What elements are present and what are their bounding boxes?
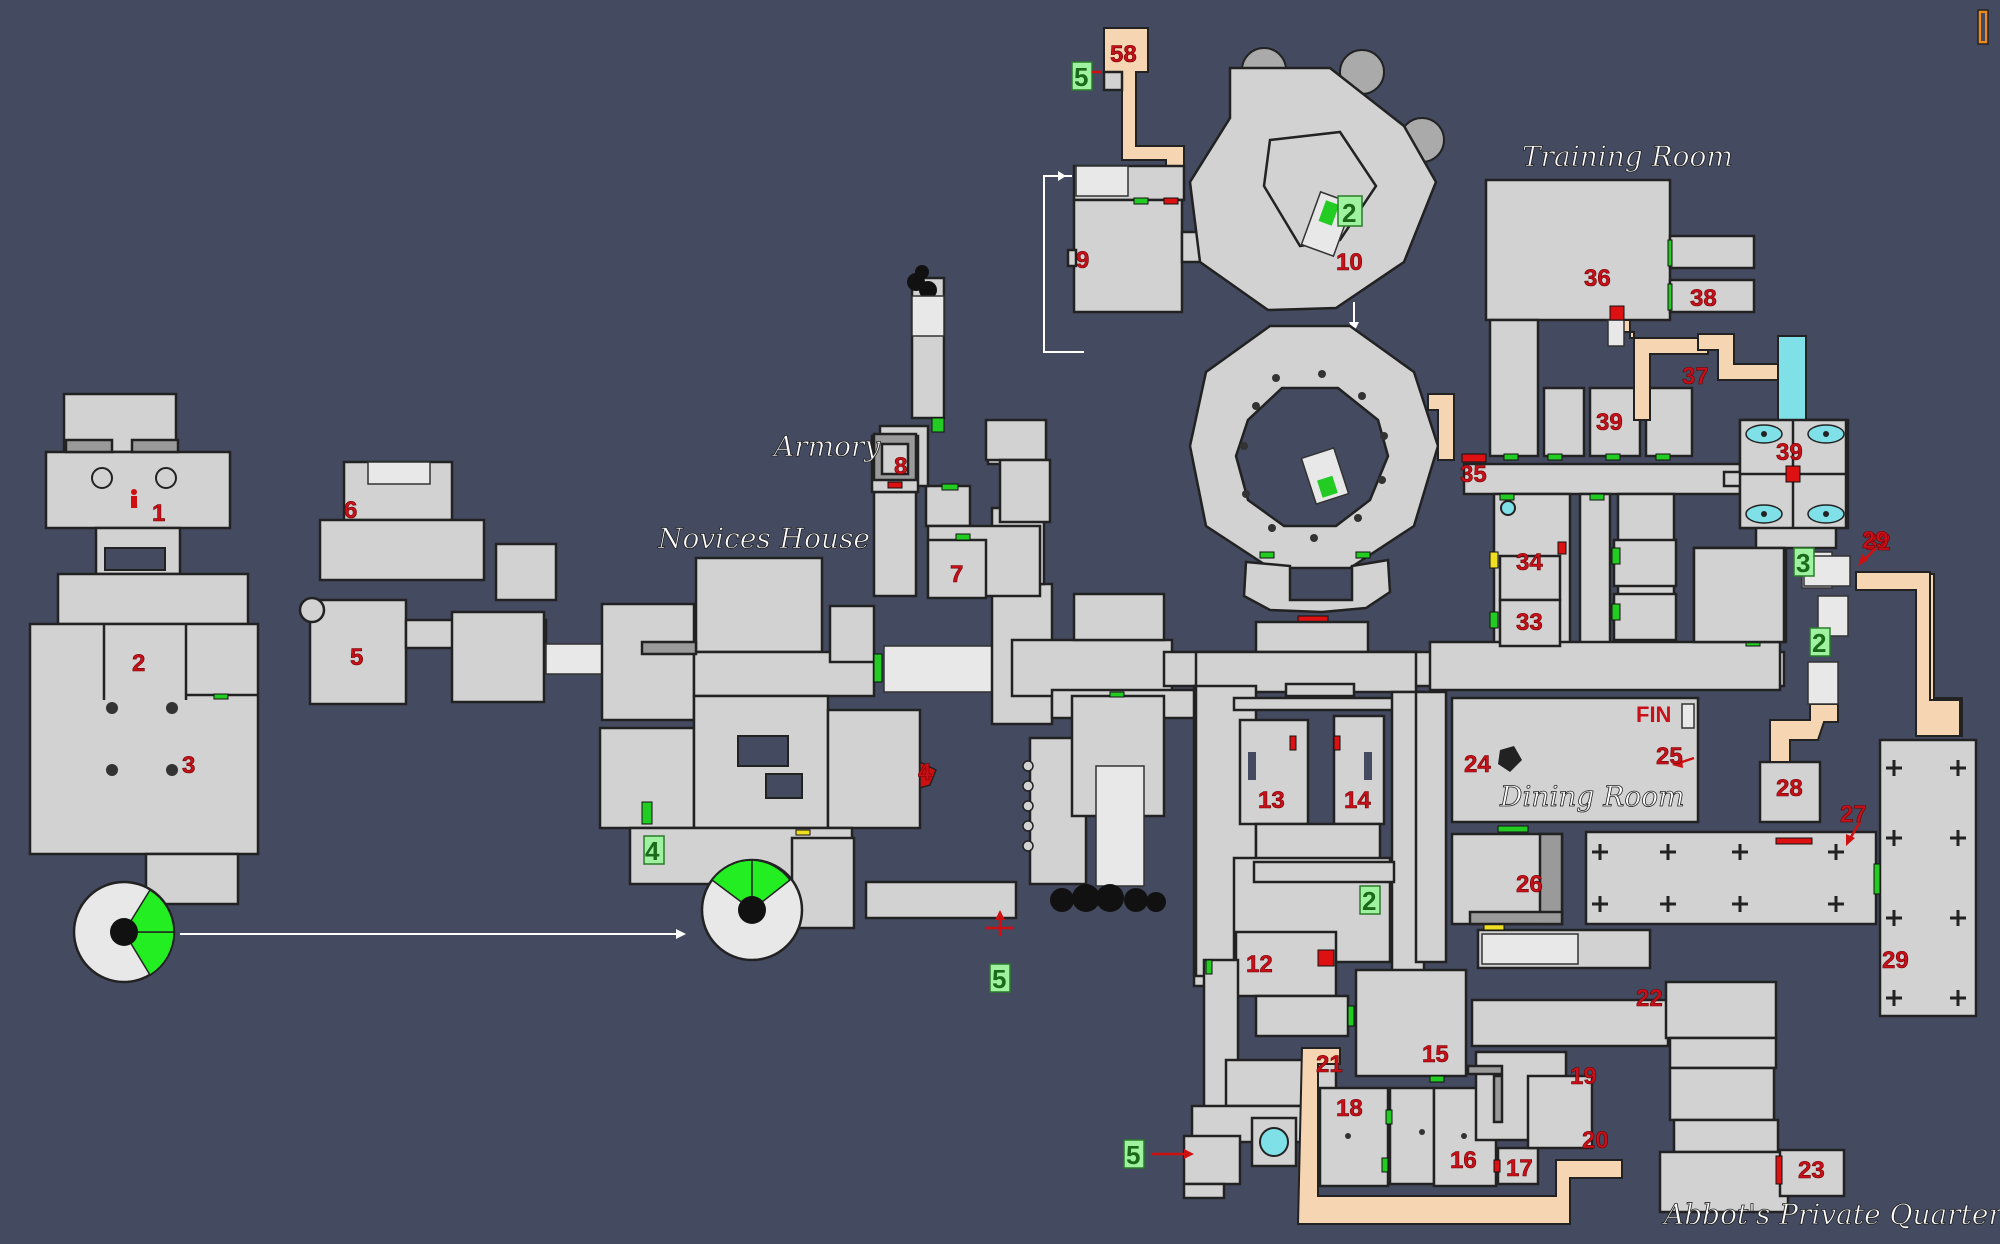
room-label: 5 [350, 644, 363, 671]
room-label: 36 [1584, 265, 1611, 292]
svg-text:5: 5 [992, 964, 1006, 994]
room-39: 39 [1738, 418, 1848, 530]
player-start-icon [131, 489, 137, 508]
pillar-crosses [1592, 760, 1966, 1006]
area-label-dining-room: Dining Room [1499, 780, 1685, 813]
cloister-octagon [1188, 324, 1440, 654]
svg-text:3: 3 [1796, 548, 1810, 578]
room-label: 18 [1336, 1095, 1363, 1122]
room-label: 33 [1516, 609, 1543, 636]
room-label: 16 [1450, 1147, 1477, 1174]
central-hub: 13 14 [1194, 650, 1448, 990]
marker-5-mid: 5 [989, 963, 1011, 994]
room-label: 29 [1882, 947, 1909, 974]
room-label: 58 [1110, 41, 1137, 68]
room-label: 19 [1570, 1063, 1597, 1090]
training-room: 36 38 37 39 35 34 33 31 32 Training Room [1427, 140, 1891, 692]
room-label: 4 [918, 759, 932, 786]
novices-house: 4 Novices House [598, 522, 995, 962]
tower: 10 [1188, 47, 1445, 332]
dining-room: 24 25 26 FIN Dining Room [1450, 696, 1700, 970]
svg-text:2: 2 [1812, 628, 1826, 658]
room-label: 9 [1076, 247, 1089, 274]
pillar-ring [1240, 370, 1388, 542]
smoke-icon [907, 265, 937, 299]
room-label: 34 [1516, 549, 1543, 576]
room-label: 26 [1516, 871, 1543, 898]
room-label: 22 [1636, 985, 1663, 1012]
column-row [1022, 760, 1034, 852]
room-label: 38 [1690, 285, 1717, 312]
room-label: 21 [1316, 1051, 1343, 1078]
room-label: 12 [1246, 951, 1273, 978]
svg-text:5: 5 [1126, 1140, 1140, 1170]
page-marker-icon [1977, 9, 1989, 45]
spiral-stair-novices-icon [700, 858, 804, 962]
rooms-9-58: 58 9 [1043, 27, 1228, 353]
armory-block: 8 7 Armory [771, 265, 1052, 600]
room-label: 10 [1336, 249, 1363, 276]
room-label: 32 [1864, 529, 1891, 556]
room-label: 39 [1596, 409, 1623, 436]
room-label: 27 [1840, 801, 1867, 828]
area-label-armory: Armory [771, 430, 881, 463]
rooms-5-6: 6 5 [298, 460, 603, 706]
rubble-icon [1050, 884, 1166, 912]
area-label-novices-house: Novices House [657, 522, 870, 555]
room-label: 24 [1464, 751, 1491, 778]
room-label: 28 [1776, 775, 1803, 802]
svg-text:5: 5 [1074, 62, 1088, 92]
spiral-stair-west-icon [72, 880, 176, 984]
room-label: 23 [1798, 1157, 1825, 1184]
area-label-training-room: Training Room [1522, 140, 1733, 173]
room-label: 14 [1344, 787, 1371, 814]
abbot-block: 15 16 17 18 19 20 21 [1296, 968, 1623, 1225]
marker-5-bottom: 5 [1123, 1139, 1145, 1170]
room-label: 3 [182, 752, 195, 779]
rooms-27-29: 27 28 29 [1584, 573, 1978, 1018]
entry-arrow-icon [986, 910, 1014, 936]
marker-2-tower: 2 [1337, 195, 1363, 228]
west-wing: 1 2 3 [28, 392, 686, 984]
room-label: 1 [152, 500, 165, 527]
fin-label: FIN [1636, 702, 1671, 727]
svg-text:2: 2 [1362, 886, 1376, 916]
room-label: 15 [1422, 1041, 1449, 1068]
room-label: 25 [1656, 743, 1683, 770]
svg-text:2: 2 [1342, 198, 1356, 228]
room-label: 6 [344, 497, 357, 524]
room-label: 17 [1506, 1155, 1533, 1182]
room-label: 35 [1460, 461, 1487, 488]
room-label: 13 [1258, 787, 1285, 814]
marker-2-east: 2 [1809, 627, 1831, 658]
room-label: 7 [950, 561, 963, 588]
room-label: 8 [894, 453, 907, 480]
room-label: 39 [1776, 439, 1803, 466]
room-label: 29 [1862, 527, 1889, 554]
svg-text:4: 4 [645, 836, 660, 866]
marker-2-mid: 2 [1359, 885, 1381, 916]
rooms-22-23: 22 23 Abbot's Private Quarters [1470, 980, 2000, 1231]
room-label: 20 [1582, 1127, 1609, 1154]
marker-3: 3 [1793, 547, 1815, 578]
marker-4: 4 [643, 835, 665, 866]
room-label: 2 [132, 650, 145, 677]
room-label: 37 [1682, 363, 1709, 390]
area-label-abbots-quarters: Abbot's Private Quarters [1661, 1198, 2000, 1231]
marker-5-top: 5 [1071, 61, 1102, 92]
